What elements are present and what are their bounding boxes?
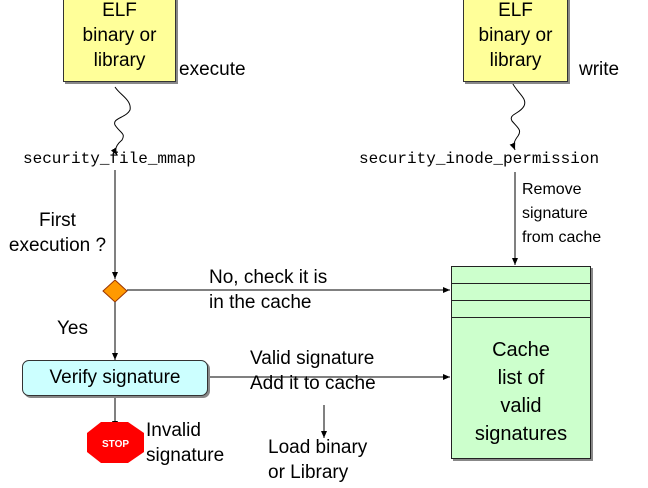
invalid-line: Invalid <box>146 420 201 441</box>
cache-slot <box>452 301 590 318</box>
load-binary-label: Load binary or Library <box>268 435 367 485</box>
question-line: First <box>39 210 76 231</box>
valid-line: Valid signature <box>250 348 375 369</box>
no-line: No, check it is <box>209 267 328 288</box>
left-squiggle-arrow <box>110 86 131 156</box>
load-line: Load binary <box>268 437 368 458</box>
cache-slot <box>452 284 590 301</box>
note-line: signature <box>522 205 588 222</box>
hook-security-inode-permission: security_inode_permission <box>359 150 600 168</box>
stop-sign-text: STOP <box>102 439 129 450</box>
first-execution-question: First execution ? <box>0 208 115 258</box>
execute-label: execute <box>179 59 246 80</box>
write-label: write <box>579 59 620 80</box>
elf-line: ELF <box>498 0 533 21</box>
cache-line: Cache <box>492 339 550 361</box>
invalid-signature-label: Invalid signature <box>146 418 224 468</box>
remove-signature-note: Remove signature from cache <box>522 178 601 250</box>
no-check-cache-label: No, check it is in the cache <box>209 265 327 315</box>
cache-label: Cache list of valid signatures <box>452 318 590 448</box>
elf-box-execute: ELF binary or library <box>63 0 176 82</box>
stop-sign-icon <box>87 422 144 463</box>
note-line: Remove <box>522 181 582 198</box>
no-line: in the cache <box>209 292 312 313</box>
right-squiggle-arrow <box>509 81 526 151</box>
elf-line: ELF <box>102 0 137 21</box>
valid-signature-label: Valid signature Add it to cache <box>250 346 376 396</box>
hook-security-file-mmap: security_file_mmap <box>23 150 196 168</box>
cache-line: valid <box>500 395 542 417</box>
signature-cache: Cache list of valid signatures <box>451 266 591 459</box>
cache-line: list of <box>497 367 545 389</box>
cache-line: signatures <box>474 423 568 445</box>
valid-line: Add it to cache <box>250 373 376 394</box>
verify-signature-box: Verify signature <box>22 360 208 396</box>
yes-label: Yes <box>57 318 88 339</box>
elf-line: library <box>489 50 542 71</box>
elf-box-write: ELF binary or library <box>463 0 568 82</box>
invalid-line: signature <box>146 445 225 466</box>
load-line: or Library <box>268 462 349 483</box>
elf-line: binary or <box>478 25 553 46</box>
note-line: from cache <box>522 229 602 246</box>
elf-line: binary or <box>82 25 157 46</box>
question-line: execution ? <box>8 235 107 256</box>
elf-line: library <box>93 50 146 71</box>
decision-diamond <box>102 279 128 303</box>
cache-slot <box>452 267 590 284</box>
